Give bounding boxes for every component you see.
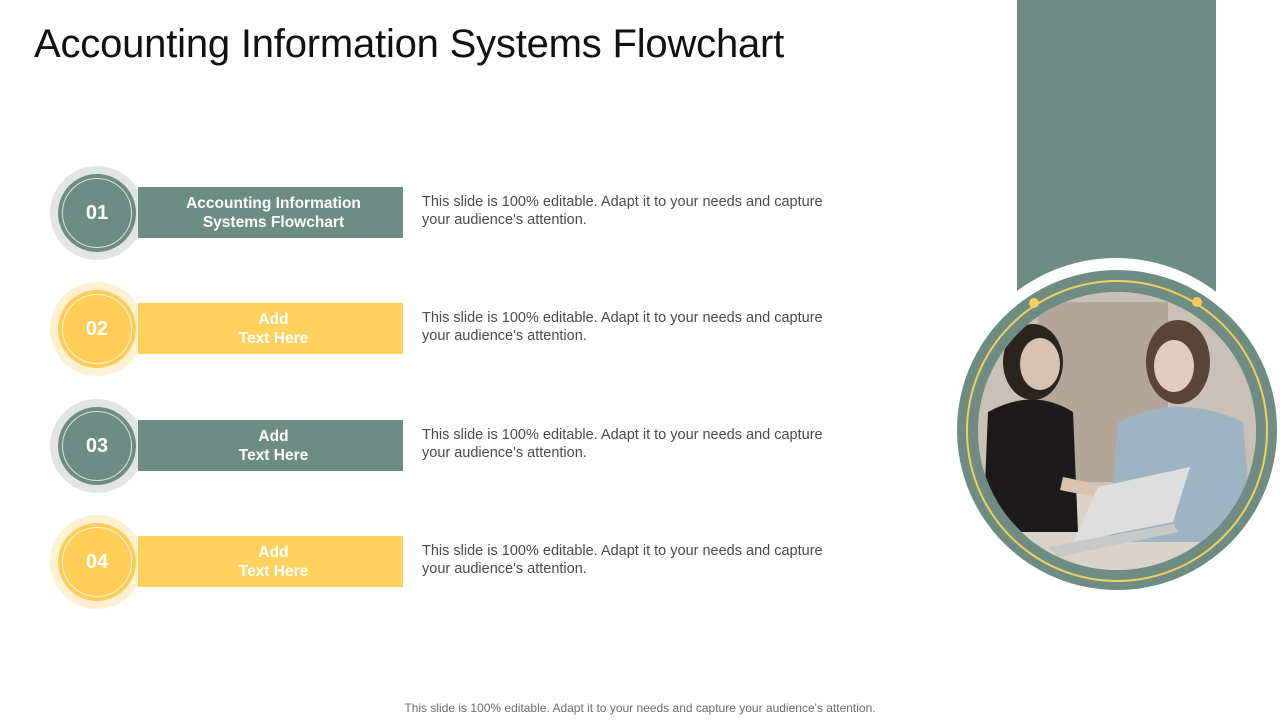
accent-dot-right <box>1192 297 1202 307</box>
step-label: Add Text Here <box>238 427 309 464</box>
step-description: This slide is 100% editable. Adapt it to… <box>422 427 823 461</box>
footer-note: This slide is 100% editable. Adapt it to… <box>404 701 876 715</box>
step-number-badge: 02 <box>58 290 136 368</box>
step-label-bar: Add Text Here <box>138 303 403 354</box>
step-row-04: Add Text Here 04 This slide is 100% edit… <box>50 515 850 609</box>
step-row-03: Add Text Here 03 This slide is 100% edit… <box>50 399 850 493</box>
step-number-badge: 04 <box>58 523 136 601</box>
step-label-bar: Add Text Here <box>138 536 403 587</box>
accent-dot-left <box>1029 298 1039 308</box>
step-label-bar: Accounting Information Systems Flowchart <box>138 187 403 238</box>
team-photo <box>978 292 1256 570</box>
step-description: This slide is 100% editable. Adapt it to… <box>422 194 823 228</box>
step-description: This slide is 100% editable. Adapt it to… <box>422 543 823 577</box>
step-number-badge: 01 <box>58 174 136 252</box>
people-illustration-icon <box>978 292 1256 570</box>
step-row-01: Accounting Information Systems Flowchart… <box>50 166 850 260</box>
step-label: Add Text Here <box>238 310 309 347</box>
step-label: Accounting Information Systems Flowchart <box>186 194 361 231</box>
step-label: Add Text Here <box>238 543 309 580</box>
decorative-vertical-bar <box>1017 0 1216 292</box>
step-label-bar: Add Text Here <box>138 420 403 471</box>
step-description: This slide is 100% editable. Adapt it to… <box>422 310 823 344</box>
photo-accent-ring <box>966 280 1268 582</box>
step-number-badge: 03 <box>58 407 136 485</box>
step-row-02: Add Text Here 02 This slide is 100% edit… <box>50 282 850 376</box>
slide-title: Accounting Information Systems Flowchart <box>34 22 785 66</box>
